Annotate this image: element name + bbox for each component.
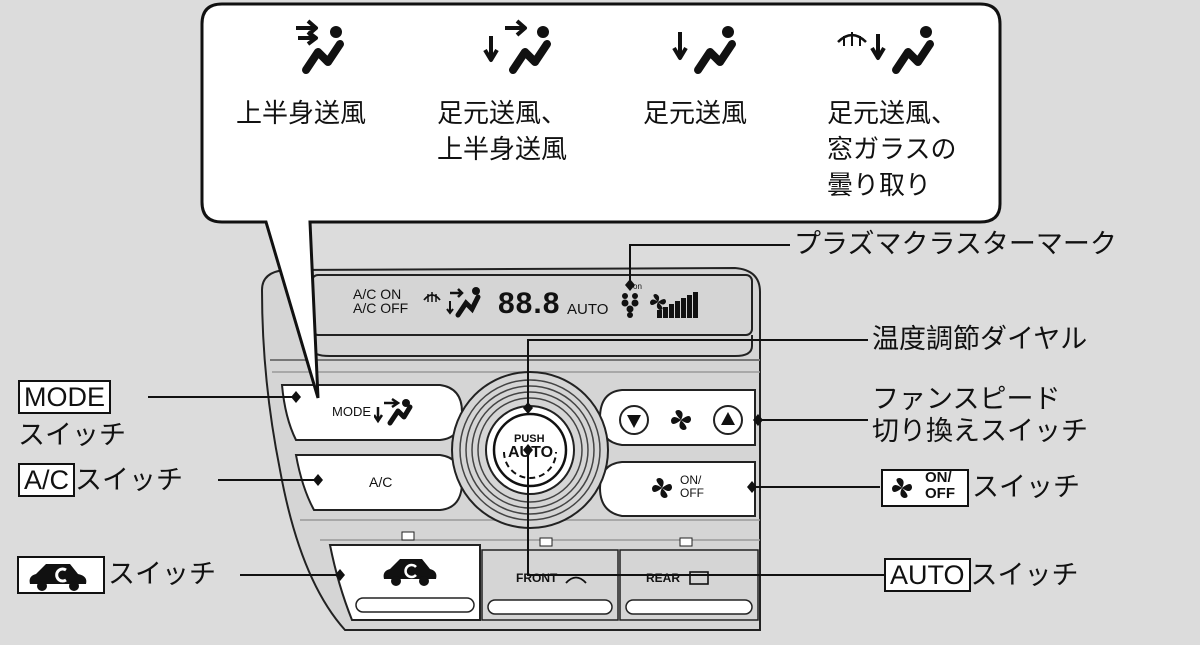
ac-button-label: A/C xyxy=(369,474,393,490)
fan-level-bars xyxy=(657,292,698,318)
mode-button[interactable] xyxy=(280,384,464,441)
recirculation-callout: スイッチ xyxy=(108,559,216,590)
fan-onoff-button[interactable] xyxy=(598,461,756,517)
plasmacluster-icon xyxy=(621,293,639,318)
lcd-fan-icon xyxy=(650,294,666,310)
mode-label-foot-and-defrost: 足元送風、 窓ガラスの 曇り取り xyxy=(827,99,958,201)
mode-switch-callout: MODE スイッチ xyxy=(18,380,126,452)
mode-callout-bubble xyxy=(200,2,1002,399)
upper-and-foot-vent-icon xyxy=(483,19,551,74)
lcd-mode-icon xyxy=(446,287,481,318)
auto-button-label: AUTO xyxy=(508,444,554,461)
fan-onoff-badge-text: ON/ OFF xyxy=(925,469,955,502)
lcd-defrost-icon xyxy=(423,292,441,302)
mode-label-foot: 足元送風 xyxy=(643,99,748,129)
mode-badge: MODE xyxy=(18,380,111,414)
callout-lines xyxy=(148,244,884,576)
auto-switch-suffix: スイッチ xyxy=(970,560,1079,591)
front-label: FRONT xyxy=(516,571,558,585)
auto-badge: AUTO xyxy=(884,558,971,592)
fan-onoff-icon xyxy=(652,478,672,498)
foot-and-defrost-icon xyxy=(837,26,934,74)
ac-badge: A/C xyxy=(18,463,76,497)
plasmacluster-callout: プラズマクラスターマーク xyxy=(794,229,1117,260)
upper-body-vent-icon xyxy=(296,19,344,74)
fan-onoff-badge xyxy=(881,469,969,507)
recirculation-badge xyxy=(17,556,105,594)
temperature-dial-callout: 温度調節ダイヤル xyxy=(872,324,1088,355)
fan-icon xyxy=(671,410,691,430)
lcd-ac-status: A/C ON A/C OFF xyxy=(353,286,409,316)
lcd-temperature: 88.8 xyxy=(498,287,561,320)
push-label: PUSH xyxy=(514,433,545,445)
mode-button-icon xyxy=(374,397,413,426)
mode-button-label: MODE xyxy=(332,404,371,419)
mode-label-upper-and-foot: 足元送風、 上半身送風 xyxy=(437,99,568,165)
lcd-plasma-on: on xyxy=(633,282,642,291)
fan-onoff-label: ON/ OFF xyxy=(680,473,704,500)
rear-label: REAR xyxy=(646,571,681,585)
callout-dots xyxy=(291,279,763,581)
fan-speed-callout: ファンスピード 切り換えスイッチ xyxy=(872,384,1088,447)
mode-switch-suffix: スイッチ xyxy=(18,420,126,451)
foot-vent-icon xyxy=(672,26,736,74)
mode-label-upper-body: 上半身送風 xyxy=(236,99,367,129)
lcd-auto: AUTO xyxy=(567,301,609,318)
recirculation-icon xyxy=(383,559,437,586)
fan-onoff-callout: スイッチ xyxy=(972,472,1080,503)
ac-switch-suffix: スイッチ xyxy=(75,465,184,496)
